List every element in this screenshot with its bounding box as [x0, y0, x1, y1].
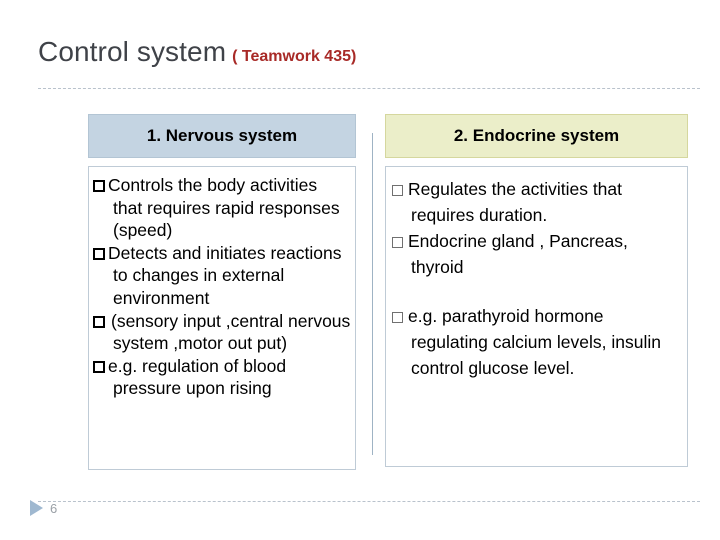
empty-square-bullet-icon: [392, 312, 403, 323]
page-title: Control system ( Teamwork 435): [38, 36, 698, 80]
list-item-text: e.g. regulation of blood pressure upon r…: [108, 355, 287, 399]
empty-square-bullet-icon: [392, 185, 403, 196]
bullet-list: Regulates the activities that requires d…: [392, 176, 681, 381]
page-title-subtitle: ( Teamwork 435): [232, 48, 357, 65]
footer-divider-rule: [38, 501, 700, 502]
title-divider-rule: [38, 88, 700, 89]
empty-square-bullet-icon: [93, 315, 105, 328]
column-body-nervous-system: Controls the body activities that requir…: [88, 166, 356, 470]
list-item-text: (sensory input ,central nervous system ,…: [111, 310, 351, 354]
list-item-text: Controls the body activities that requir…: [108, 175, 340, 241]
list-item-text: e.g. parathyroid hormone regulating calc…: [408, 306, 661, 378]
empty-square-bullet-icon: [93, 180, 105, 192]
column-header-endocrine-system: 2. Endocrine system: [385, 114, 688, 158]
empty-square-bullet-icon: [93, 247, 105, 260]
triangle-right-icon: [30, 500, 43, 516]
empty-square-bullet-icon: [93, 360, 105, 373]
list-item: e.g. parathyroid hormone regulating calc…: [392, 303, 681, 381]
list-item-text: Detects and initiates reactions to chang…: [108, 242, 342, 308]
bullet-list: Controls the body activities that requir…: [93, 174, 351, 400]
list-item-text: Endocrine gland , Pancreas, thyroid: [408, 231, 628, 277]
empty-square-bullet-icon: [392, 237, 403, 248]
list-item: (sensory input ,central nervous system ,…: [93, 310, 351, 355]
list-item: Regulates the activities that requires d…: [392, 176, 681, 228]
list-item: Detects and initiates reactions to chang…: [93, 242, 351, 310]
column-header-label: 1. Nervous system: [146, 126, 298, 145]
list-item: Controls the body activities that requir…: [93, 174, 351, 242]
page-marker: 6: [30, 500, 57, 516]
column-header-nervous-system: 1. Nervous system: [88, 114, 356, 158]
column-body-endocrine-system: Regulates the activities that requires d…: [385, 166, 688, 467]
column-divider: [372, 133, 373, 455]
page-number: 6: [50, 500, 58, 516]
list-item-text: Regulates the activities that requires d…: [408, 179, 623, 225]
list-item: Endocrine gland , Pancreas, thyroid: [392, 228, 681, 280]
list-item: e.g. regulation of blood pressure upon r…: [93, 355, 351, 400]
page-title-main: Control system: [38, 36, 227, 67]
column-header-label: 2. Endocrine system: [453, 126, 620, 145]
